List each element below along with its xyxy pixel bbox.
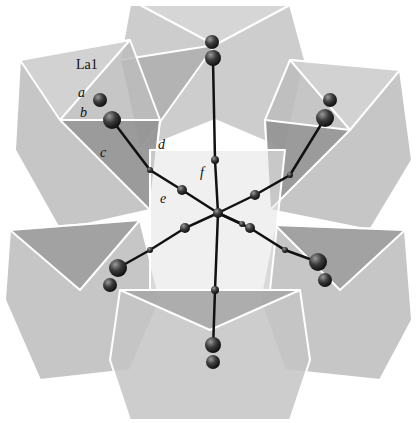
atoms <box>93 35 337 369</box>
bond-label: b <box>80 106 87 120</box>
bonds <box>112 60 325 350</box>
bond-label: d <box>158 138 165 152</box>
bond-label: a <box>78 86 85 100</box>
bond-label: f <box>200 166 204 180</box>
coordination-polyhedra <box>5 5 412 420</box>
bond-label: c <box>100 146 106 160</box>
atom-label: La1 <box>76 58 98 72</box>
bond-label: e <box>160 192 166 206</box>
